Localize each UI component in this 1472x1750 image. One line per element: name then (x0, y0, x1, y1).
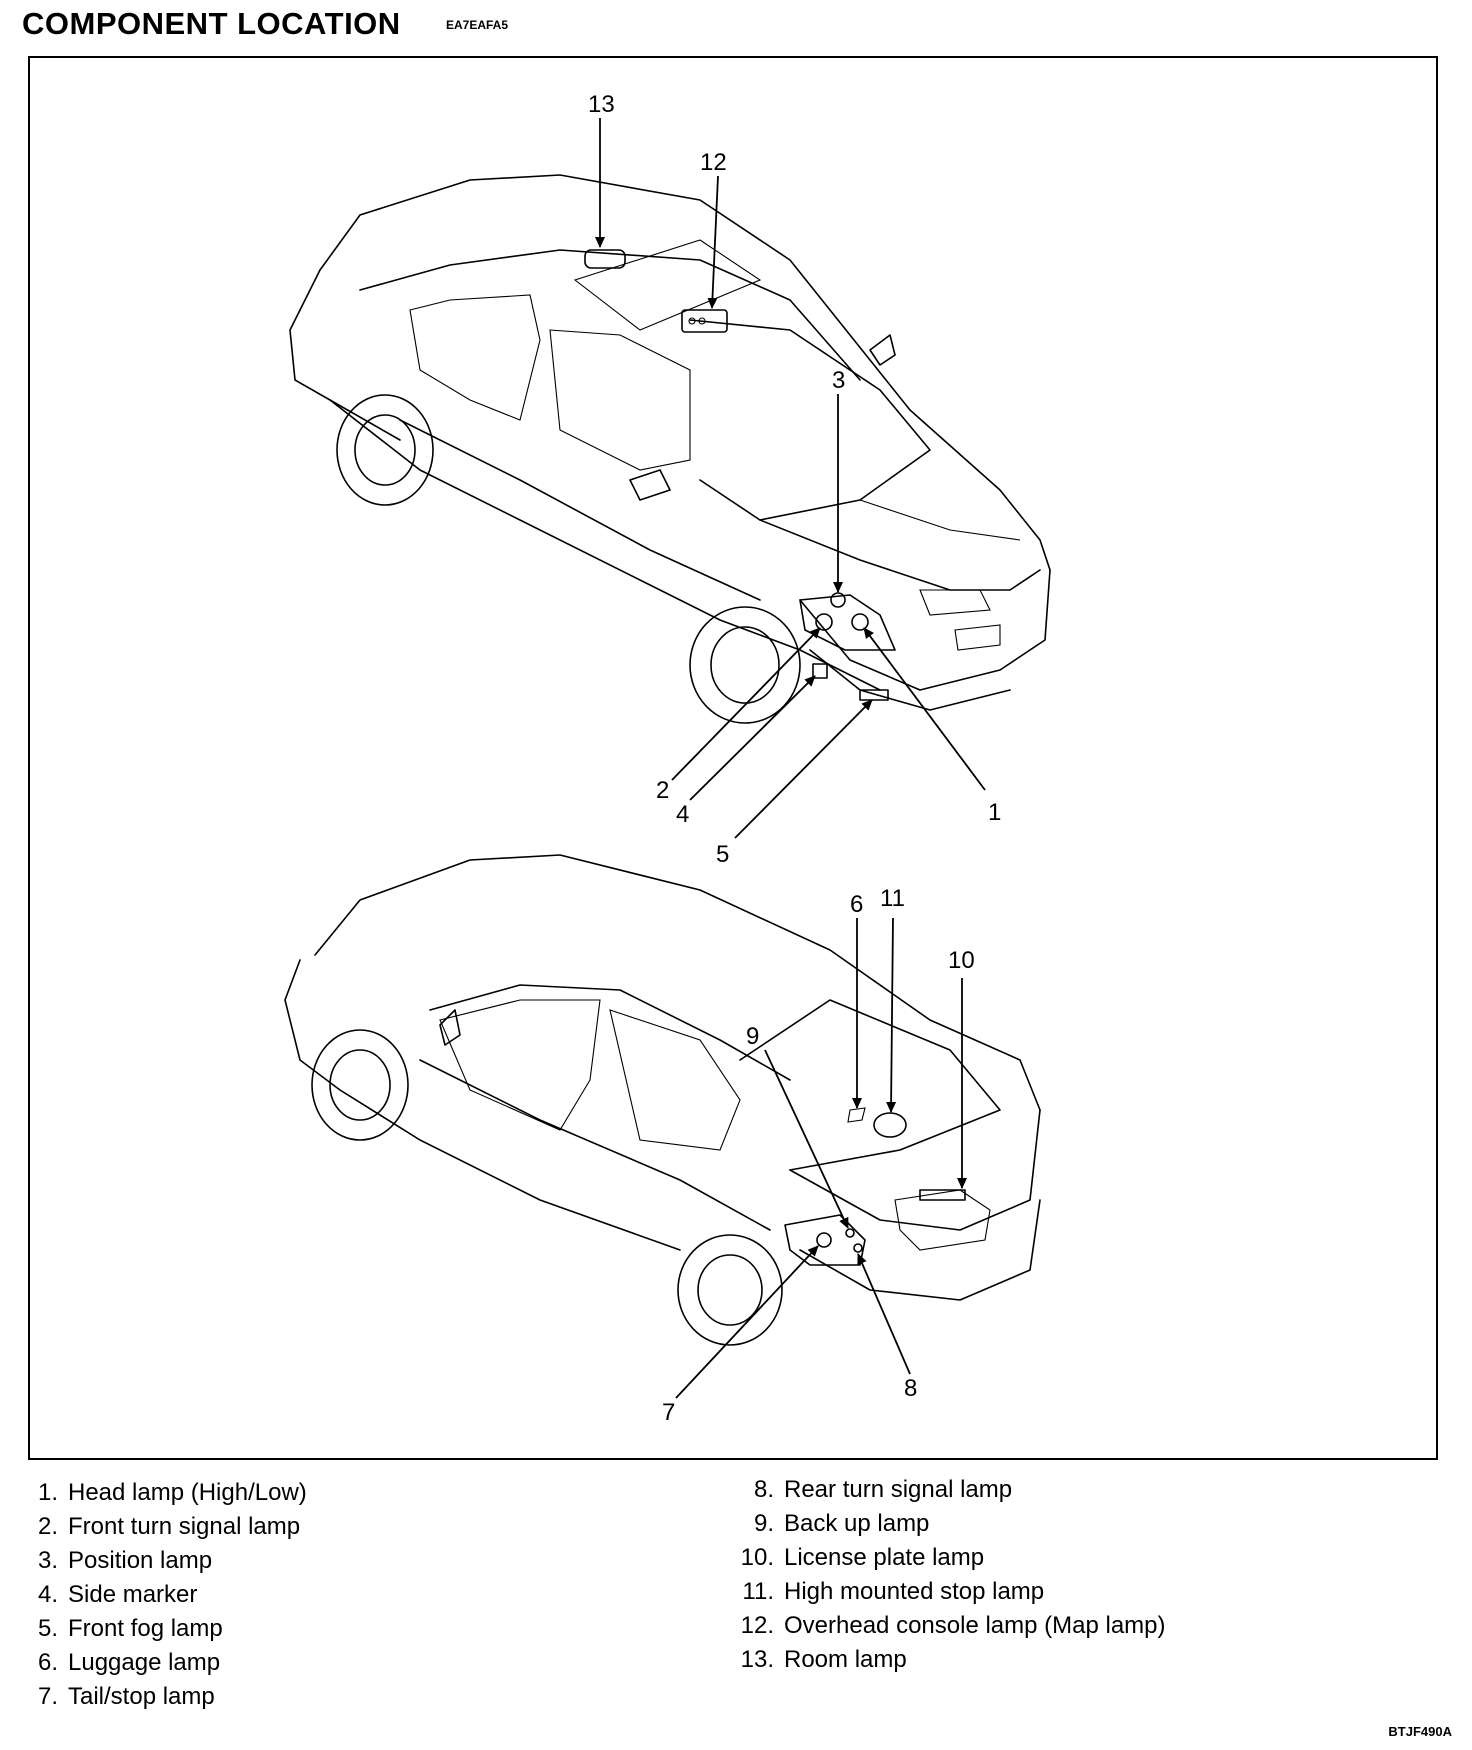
callout-6: 6 (850, 891, 863, 918)
callout-5: 5 (716, 841, 729, 868)
legend-label: Position lamp (68, 1547, 213, 1574)
callout-4: 4 (676, 801, 689, 828)
legend-label: Luggage lamp (68, 1649, 221, 1676)
legend-right: 8. Rear turn signal lamp 9. Back up lamp 1… (736, 1473, 1166, 1677)
section-code: EA7EAFA5 (446, 18, 509, 32)
callout-12: 12 (700, 149, 727, 176)
callout-7: 7 (662, 1399, 675, 1426)
legend-item: 1. Head lamp (High/Low) (34, 1476, 307, 1510)
legend-number: 9. (753, 1510, 774, 1537)
leader-9 (764, 1049, 849, 1229)
leader-2 (671, 627, 821, 781)
legend-label: Tail/stop lamp (68, 1683, 215, 1710)
leader-4 (689, 675, 816, 801)
legend-item: 9. Back up lamp (736, 1507, 1166, 1541)
leader-5 (734, 699, 873, 839)
diagram-frame (28, 56, 1438, 1460)
legend-label: Front turn signal lamp (68, 1513, 301, 1540)
legend-item: 4. Side marker (34, 1578, 307, 1612)
legend-number: 7. (37, 1683, 58, 1710)
legend-left: 1. Head lamp (High/Low) 2. Front turn sign… (34, 1476, 307, 1714)
figure-id: BTJF490A (1388, 1724, 1452, 1739)
legend-item: 10. License plate lamp (736, 1541, 1166, 1575)
legend-label: Side marker (68, 1581, 198, 1608)
legend-number: 8. (753, 1476, 774, 1503)
front-view-car (289, 174, 1051, 724)
legend-label: Back up lamp (784, 1510, 930, 1537)
legend-number: 6. (37, 1649, 58, 1676)
leader-11 (886, 917, 897, 1113)
legend-label: Room lamp (784, 1646, 907, 1673)
legend-label: Rear turn signal lamp (784, 1476, 1013, 1503)
legend-item: 3. Position lamp (34, 1544, 307, 1578)
legend-label: Head lamp (High/Low) (68, 1479, 307, 1506)
leader-8 (857, 1253, 911, 1375)
legend-number: 2. (37, 1513, 58, 1540)
callout-8: 8 (904, 1375, 917, 1402)
leader-7 (675, 1245, 819, 1399)
page-title: COMPONENT LOCATION (22, 6, 401, 41)
legend-number: 3. (37, 1547, 58, 1574)
callout-9: 9 (746, 1023, 759, 1050)
legend-item: 12. Overhead console lamp (Map lamp) (736, 1609, 1166, 1643)
leader-lines (595, 118, 986, 1399)
legend-item: 2. Front turn signal lamp (34, 1510, 307, 1544)
callout-2: 2 (656, 777, 669, 804)
legend-item: 11. High mounted stop lamp (736, 1575, 1166, 1609)
legend-item: 5. Front fog lamp (34, 1612, 307, 1646)
legend-number: 13. (740, 1646, 774, 1673)
leader-12 (707, 175, 719, 309)
callout-labels: 13 12 3 2 4 5 1 6 11 10 9 7 8 (588, 91, 1001, 1426)
legend-number: 4. (37, 1581, 58, 1608)
callout-1: 1 (988, 799, 1001, 826)
legend-label: Front fog lamp (68, 1615, 223, 1642)
legend-number: 1. (37, 1479, 58, 1506)
legend-item: 8. Rear turn signal lamp (736, 1473, 1166, 1507)
legend-number: 10. (740, 1544, 774, 1571)
legend-item: 7. Tail/stop lamp (34, 1680, 307, 1714)
legend-label: Overhead console lamp (Map lamp) (784, 1612, 1166, 1639)
callout-11: 11 (880, 885, 905, 912)
leader-1 (863, 627, 986, 791)
callout-13: 13 (588, 91, 615, 118)
legend-item: 6. Luggage lamp (34, 1646, 307, 1680)
legend-number: 11. (742, 1578, 774, 1605)
legend-number: 5. (37, 1615, 58, 1642)
legend-label: License plate lamp (784, 1544, 985, 1571)
callout-3: 3 (832, 367, 845, 394)
rear-view-car (284, 854, 1041, 1346)
legend-item: 13. Room lamp (736, 1643, 1166, 1677)
legend-number: 12. (740, 1612, 774, 1639)
legend-label: High mounted stop lamp (784, 1578, 1045, 1605)
callout-10: 10 (948, 947, 975, 974)
